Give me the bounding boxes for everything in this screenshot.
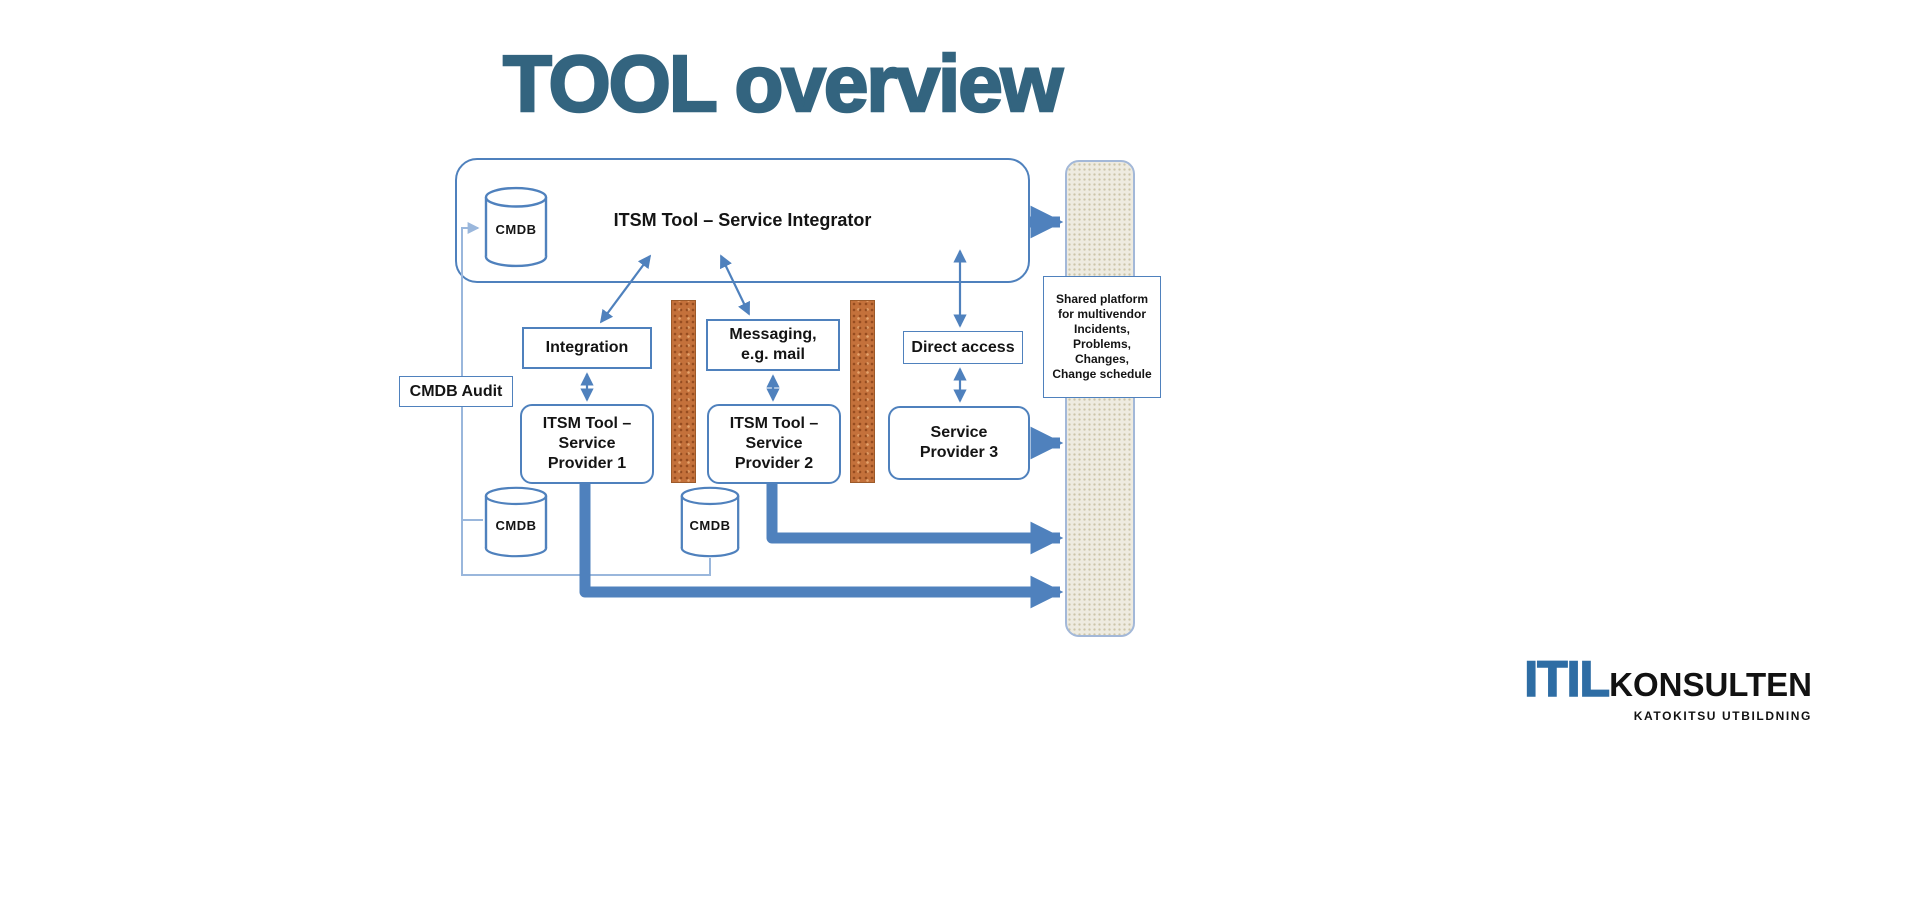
service-provider-3-box: Service Provider 3 xyxy=(888,406,1030,480)
service-provider-1-box: ITSM Tool – Service Provider 1 xyxy=(520,404,654,484)
integrator-label: ITSM Tool – Service Integrator xyxy=(613,210,872,230)
shared-platform-label: Shared platform for multivendor Incident… xyxy=(1052,292,1152,381)
itil-konsulten-logo: ITIL KONSULTEN KATOKITSU UTBILDNING xyxy=(1523,650,1812,723)
cmdb-label: CMDB xyxy=(495,517,537,533)
arrow-sp2-to-platform xyxy=(766,483,1064,555)
logo-row: ITIL KONSULTEN xyxy=(1523,650,1812,708)
arrow-sp1-to-platform xyxy=(579,483,1064,609)
integration-box: Integration xyxy=(522,327,652,369)
service-provider-2-box: ITSM Tool – Service Provider 2 xyxy=(707,404,841,484)
cmdb-label: CMDB xyxy=(689,517,731,533)
logo-itil-text: ITIL xyxy=(1523,650,1610,708)
service-provider-3-label: Service Provider 3 xyxy=(919,424,999,461)
separator-bar-right xyxy=(850,300,875,483)
shared-platform-note: Shared platform for multivendor Incident… xyxy=(1043,276,1161,398)
cmdb-audit-box: CMDB Audit xyxy=(399,376,513,407)
cmdb-cylinder-sp1: CMDB xyxy=(483,486,549,558)
cmdb-cylinder-integrator: CMDB xyxy=(483,186,549,268)
cmdb-audit-label: CMDB Audit xyxy=(409,382,503,400)
service-provider-1-label: ITSM Tool – Service Provider 1 xyxy=(542,415,632,472)
cmdb-cylinder-sp2: CMDB xyxy=(679,486,741,558)
logo-konsulten-text: KONSULTEN xyxy=(1609,666,1812,703)
direct-access-label: Direct access xyxy=(911,338,1015,356)
slide-title: TOOL overview xyxy=(502,38,1064,130)
cylinder-shape xyxy=(484,186,548,268)
separator-bar-left xyxy=(671,300,696,483)
messaging-label: Messaging, e.g. mail xyxy=(729,326,817,363)
shared-platform-column xyxy=(1065,160,1135,637)
service-provider-2-label: ITSM Tool – Service Provider 2 xyxy=(729,415,819,472)
logo-tagline: KATOKITSU UTBILDNING xyxy=(1633,709,1812,723)
integration-label: Integration xyxy=(545,339,629,356)
cmdb-label: CMDB xyxy=(495,222,537,238)
direct-access-box: Direct access xyxy=(903,331,1023,364)
messaging-box: Messaging, e.g. mail xyxy=(706,319,840,371)
